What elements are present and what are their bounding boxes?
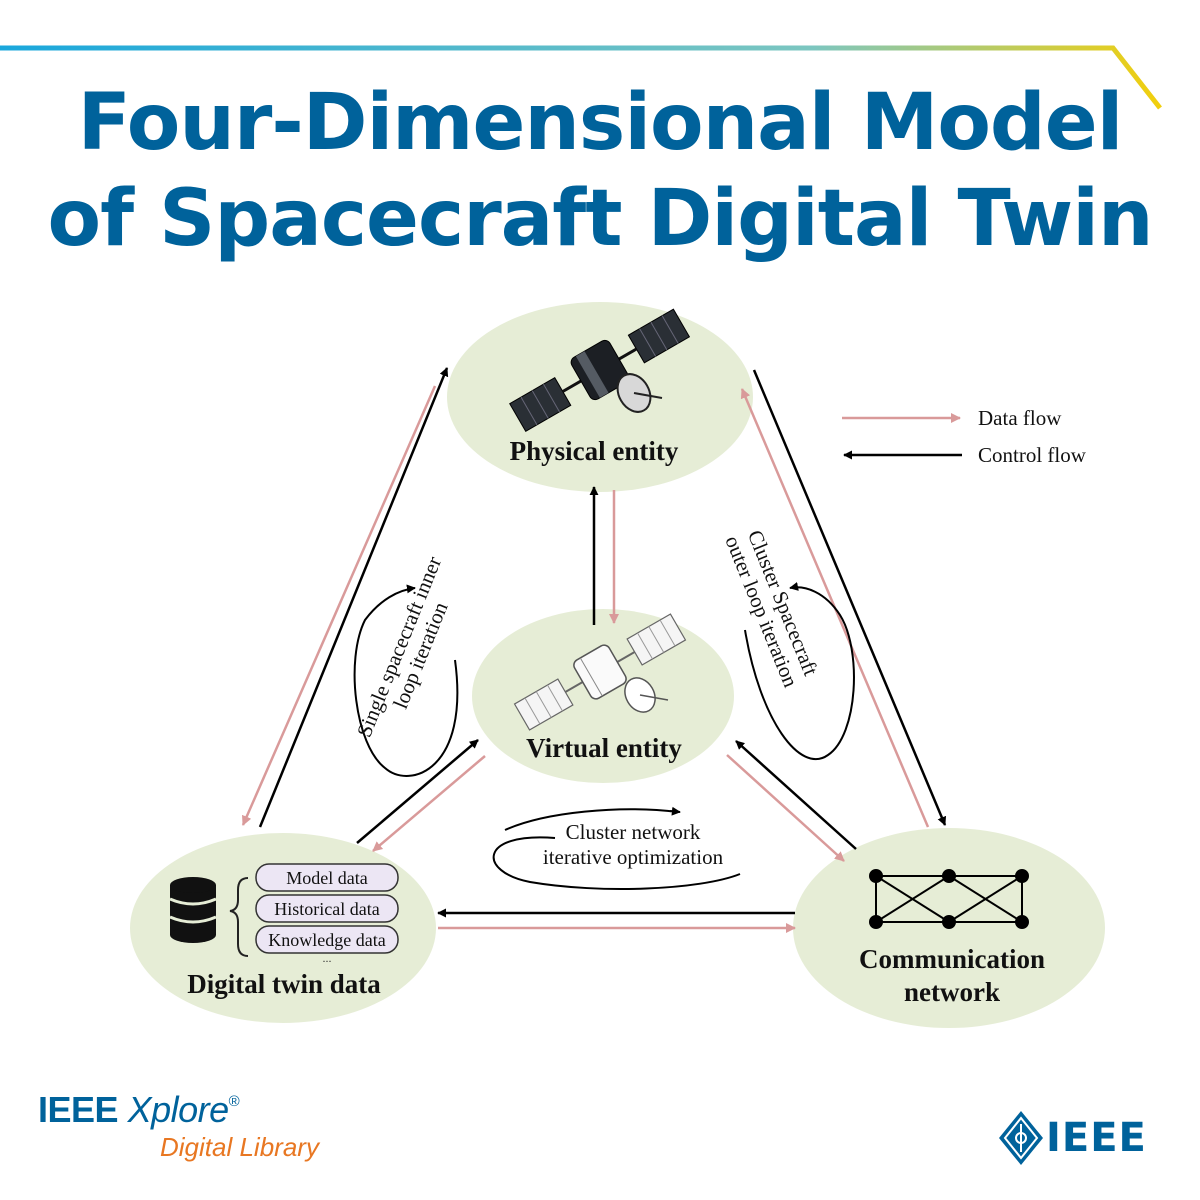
satellite-icon <box>509 308 691 433</box>
data-flow-virtual-to-network <box>726 754 845 862</box>
data-items-ellipsis: ... <box>323 951 332 965</box>
inner-loop-arrow <box>353 584 459 777</box>
ieee-diamond-logo <box>999 1111 1043 1165</box>
data-items-brace <box>229 877 249 957</box>
digital-twin-data-label: Digital twin data <box>187 969 381 999</box>
digital-library-text: Digital Library <box>160 1132 319 1162</box>
ieee-logo-text: IEEE <box>1046 1115 1147 1161</box>
page-title-line-2: of Spacecraft Digital Twin <box>47 174 1154 264</box>
communication-network-label-line1: Communication <box>859 944 1045 974</box>
satellite-outline-icon <box>513 613 687 731</box>
legend-data-flow-label: Data flow <box>978 406 1062 430</box>
control-flow-data-to-virtual <box>356 739 479 844</box>
network-loop-label-line1: Cluster network <box>566 820 701 844</box>
virtual-entity-label: Virtual entity <box>526 733 682 763</box>
ieee-xplore-xplore-text: Xplore <box>127 1089 230 1130</box>
control-flow-physical-to-network <box>752 369 947 826</box>
data-item-model: Model data <box>286 868 367 888</box>
data-item-historical: Historical data <box>274 899 379 919</box>
database-icon <box>169 877 217 943</box>
legend-control-flow-label: Control flow <box>978 443 1087 467</box>
page-title-line-1: Four-Dimensional Model <box>77 78 1124 168</box>
data-flow-virtual-to-data <box>372 755 486 852</box>
network-loop-curve <box>492 808 741 890</box>
network-loop-arrowhead <box>669 806 681 816</box>
data-item-historical-pill <box>255 894 399 923</box>
control-flow-data-to-physical <box>258 367 449 828</box>
communication-network-label-line2: network <box>904 977 1000 1007</box>
header-accent-line <box>0 45 1162 110</box>
registered-mark: ® <box>228 1093 240 1110</box>
satellite-outline-dish-icon <box>624 677 669 713</box>
data-item-knowledge-pill <box>255 925 399 954</box>
network-loop-label-line2: iterative optimization <box>543 845 724 869</box>
outer-loop-arrow <box>744 582 855 761</box>
data-flow-physical-to-data <box>241 385 437 826</box>
data-item-model-pill <box>255 863 399 892</box>
physical-entity-label: Physical entity <box>510 436 679 466</box>
network-graph-icon <box>869 869 1029 929</box>
control-flow-network-to-virtual <box>735 740 857 850</box>
satellite-dish-icon <box>616 373 663 413</box>
ieee-xplore-logo: IEEE Xplore® <box>38 1089 240 1130</box>
data-item-knowledge: Knowledge data <box>268 930 385 950</box>
ieee-xplore-ieee-text: IEEE <box>38 1089 119 1130</box>
